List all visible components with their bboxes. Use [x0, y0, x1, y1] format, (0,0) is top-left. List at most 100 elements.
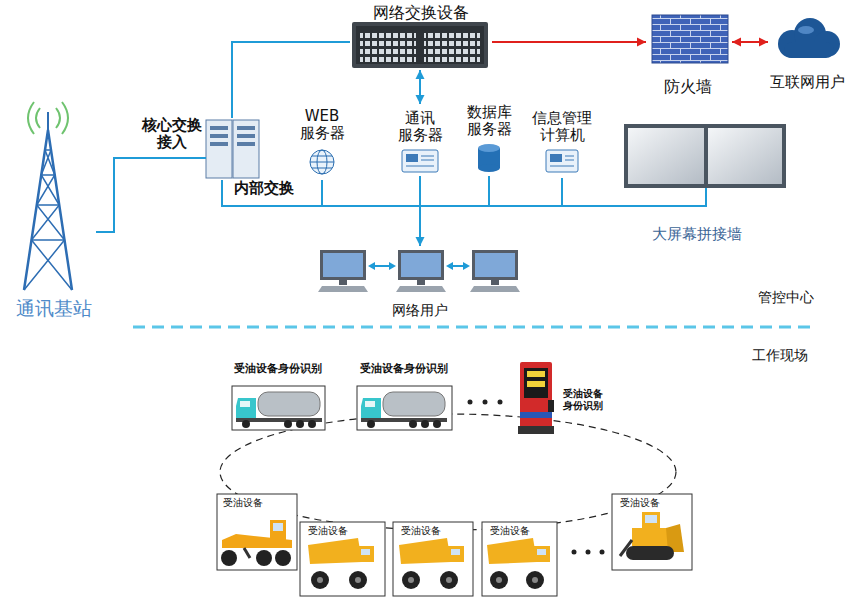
pc-icon — [472, 250, 518, 280]
connector-line — [222, 180, 322, 206]
cloud-icon — [784, 42, 834, 58]
fuel-dispenser — [527, 381, 545, 387]
core-switch-icon — [206, 120, 232, 178]
computer-node: 信息管理 计算机 — [526, 108, 598, 178]
grader — [256, 550, 272, 566]
node-label: 通讯基站 — [16, 298, 92, 320]
computer-icon — [550, 156, 574, 166]
bulldozer — [645, 515, 657, 523]
dump-truck — [399, 538, 451, 564]
connector — [222, 180, 322, 206]
connector-line — [222, 180, 706, 206]
arrow-head — [416, 95, 425, 104]
computer-icon — [546, 150, 578, 172]
fuel-dispenser — [520, 362, 552, 430]
equipment-frame — [393, 522, 473, 596]
computer-icon — [550, 154, 562, 162]
node-label: 核心交换 接入 — [142, 117, 202, 152]
core-switch-node: 核心交换 接入内部交换 — [206, 118, 260, 180]
internet-node: 互联网用户 — [768, 14, 846, 94]
dump-truck — [408, 577, 414, 583]
pc-icon — [401, 253, 441, 277]
tanker-truck — [236, 398, 256, 420]
switch-icon — [356, 26, 484, 64]
grader — [221, 520, 292, 566]
server-icon — [406, 156, 434, 166]
connector — [232, 42, 350, 118]
tanker-truck — [409, 420, 417, 428]
pc-icon — [396, 286, 446, 292]
tanker-truck — [236, 392, 447, 428]
switch-icon — [352, 22, 488, 68]
connector-line — [222, 176, 489, 206]
grader — [244, 548, 250, 558]
bulldozer — [620, 540, 632, 556]
server-node: 通讯 服务器 — [390, 104, 450, 176]
dump-truck — [349, 571, 367, 589]
node-label: 互联网用户 — [770, 74, 845, 91]
zone-divider — [133, 327, 815, 328]
node-label: 受油设备 — [490, 525, 530, 537]
bulldozer — [642, 512, 660, 528]
dump-truck — [534, 546, 550, 562]
grader — [273, 523, 283, 531]
pc-icon — [318, 286, 368, 292]
dump-truck — [311, 571, 329, 589]
ellipsis-dots — [468, 400, 473, 405]
dump-truck — [496, 577, 502, 583]
bulldozer — [626, 546, 674, 560]
grader — [275, 550, 291, 566]
dump-truck — [358, 546, 374, 562]
web-globe-icon — [310, 156, 334, 168]
node-label: 受油设备身份识别 — [360, 363, 448, 376]
tanker-node: 受油设备身份识别 — [228, 362, 328, 434]
pc-link-arrow — [463, 262, 470, 270]
equipment-box: 受油设备 — [300, 522, 385, 596]
pc-icon — [470, 286, 520, 292]
tanker-truck — [433, 420, 441, 428]
server-icon — [406, 154, 418, 162]
equipment-frame — [217, 494, 297, 570]
core-switch-icon — [237, 134, 255, 138]
database-icon — [478, 164, 500, 172]
server-icon — [402, 150, 438, 172]
core-switch-icon — [210, 126, 228, 130]
ellipsis-dots — [586, 550, 591, 555]
screen-wall-icon — [708, 128, 782, 184]
pc-link-arrow — [368, 262, 375, 270]
switch-icon — [424, 30, 480, 62]
equipment-frame — [482, 522, 557, 596]
network-user-node: 网络用户 — [391, 246, 449, 320]
pc-link-arrow — [368, 262, 470, 270]
connector — [96, 158, 206, 232]
ellipsis-dots — [600, 550, 605, 555]
connector-line — [222, 180, 420, 246]
screen-wall-icon — [624, 124, 786, 188]
fuel-dispenser — [518, 362, 554, 434]
node-label: 网络交换设备 — [373, 4, 469, 22]
node-label: 大屏幕拼接墙 — [652, 226, 742, 243]
connector-line — [232, 42, 350, 118]
dump-truck — [402, 571, 420, 589]
tower-icon — [32, 150, 65, 240]
tanker-truck — [242, 420, 250, 428]
core-switch-icon — [237, 142, 255, 146]
connector-line — [222, 176, 420, 206]
equipment-frame — [357, 386, 452, 430]
tanker-truck — [284, 420, 292, 428]
arrow-head — [637, 38, 646, 47]
dump-truck — [451, 549, 460, 555]
equipment-frame — [300, 522, 385, 596]
fuel-dispenser — [524, 368, 548, 398]
tanker-truck — [365, 401, 375, 407]
dump-truck — [446, 577, 452, 583]
connector — [222, 176, 489, 206]
equipment-frame — [612, 494, 692, 570]
fuel-dispenser — [548, 400, 554, 412]
bulldozer — [632, 528, 668, 546]
dump-truck — [440, 571, 458, 589]
pc-icon — [320, 250, 366, 280]
tanker-truck — [308, 420, 316, 428]
core-switch-icon — [210, 134, 228, 138]
grader — [221, 550, 237, 566]
